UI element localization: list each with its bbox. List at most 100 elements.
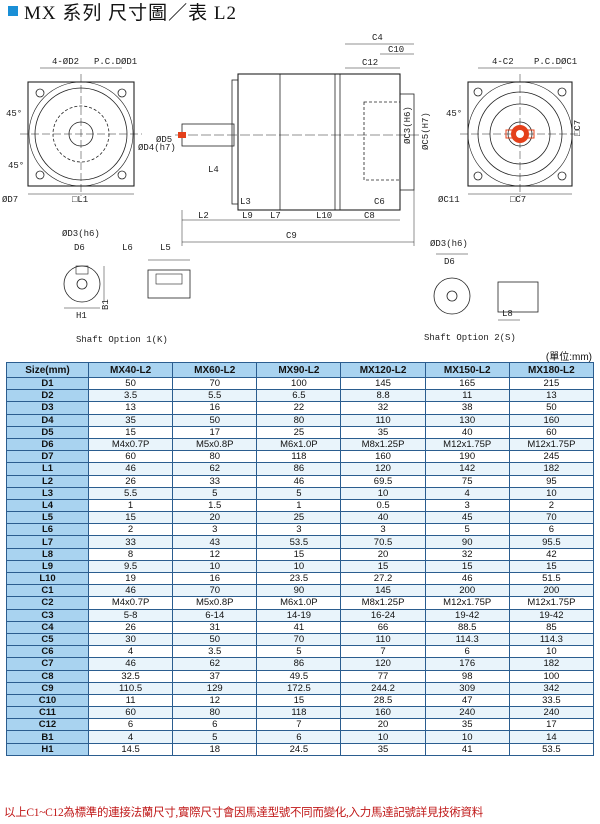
table-cell: 182 xyxy=(508,657,595,671)
table-cell: 240 xyxy=(508,706,595,720)
table-cell: 5 xyxy=(256,486,342,500)
row-label: L9 xyxy=(6,559,89,574)
table-cell: 5.5 xyxy=(172,389,258,403)
table-cell: 14 xyxy=(508,730,595,744)
table-cell: 18 xyxy=(172,742,258,756)
row-label: D7 xyxy=(6,450,89,464)
row-label: C4 xyxy=(6,620,89,634)
shaft-k-l5: L5 xyxy=(160,243,171,253)
table-cell: 70.5 xyxy=(340,535,426,549)
footnote: 以上C1~C12為標準的連接法蘭尺寸,實際尺寸會因馬達型號不同而變化,入力馬達記… xyxy=(4,807,483,819)
label-d5: ØD5 xyxy=(156,135,172,145)
table-cell: 80 xyxy=(172,450,258,464)
table-cell: 31 xyxy=(172,620,258,634)
table-cell: 5-8 xyxy=(87,608,174,622)
table-cell: 1.5 xyxy=(172,498,258,513)
table-cell: M12x1.75P xyxy=(508,596,595,610)
table-cell: 10 xyxy=(256,559,342,574)
table-cell: 28.5 xyxy=(340,693,426,708)
row-label: H1 xyxy=(6,742,89,756)
table-cell: 19-42 xyxy=(424,608,510,622)
table-cell: 14-19 xyxy=(256,608,342,622)
label-c9: C9 xyxy=(286,231,297,241)
table-cell: 26 xyxy=(87,620,174,634)
table-cell: 66 xyxy=(340,620,426,634)
table-cell: 16 xyxy=(172,401,258,415)
table-cell: 46 xyxy=(256,474,342,488)
table-cell: 70 xyxy=(172,376,258,391)
label-l9: L9 xyxy=(242,211,253,221)
table-cell: 15 xyxy=(508,559,595,574)
table-cell: 110.5 xyxy=(87,681,174,695)
table-cell: 33 xyxy=(172,474,258,488)
table-cell: 60 xyxy=(508,425,595,439)
table-cell: 16-24 xyxy=(340,608,426,622)
row-label: B1 xyxy=(6,730,89,744)
table-cell: 33 xyxy=(87,535,174,549)
label-c3: ØC3(H6) xyxy=(403,106,413,144)
row-label: L7 xyxy=(6,535,89,549)
row-label: L8 xyxy=(6,547,89,561)
label-c11: ØC11 xyxy=(438,195,460,205)
table-cell: 160 xyxy=(508,413,595,427)
table-cell: 15 xyxy=(256,693,342,708)
row-label: C1 xyxy=(6,584,89,598)
table-cell: 182 xyxy=(508,462,595,476)
header-model: MX180-L2 xyxy=(508,362,595,378)
table-cell: 165 xyxy=(424,376,510,391)
table-cell: 10 xyxy=(172,559,258,574)
table-cell: 40 xyxy=(340,511,426,525)
table-cell: 17 xyxy=(172,425,258,439)
row-label: C5 xyxy=(6,632,89,647)
table-cell: M8x1.25P xyxy=(340,596,426,610)
table-cell: 37 xyxy=(172,669,258,683)
table-cell: 172.5 xyxy=(256,681,342,695)
table-cell: 90 xyxy=(256,584,342,598)
table-cell: 19 xyxy=(87,571,174,586)
row-label: L1 xyxy=(6,462,89,476)
table-cell: 62 xyxy=(172,657,258,671)
table-cell: 3 xyxy=(340,523,426,537)
table-cell: 100 xyxy=(256,376,342,391)
row-label: L10 xyxy=(6,571,89,586)
table-cell: M5x0.8P xyxy=(172,437,258,452)
table-cell: 4 xyxy=(87,645,174,659)
table-cell: 35 xyxy=(87,413,174,427)
table-cell: 342 xyxy=(508,681,595,695)
table-cell: 12 xyxy=(172,547,258,561)
row-label: C10 xyxy=(6,693,89,708)
shaft-s-caption: Shaft Option 2(S) xyxy=(424,333,516,343)
table-cell: M6x1.0P xyxy=(256,437,342,452)
table-cell: 245 xyxy=(508,450,595,464)
table-cell: 6-14 xyxy=(172,608,258,622)
table-cell: M5x0.8P xyxy=(172,596,258,610)
table-cell: 145 xyxy=(340,376,426,391)
table-cell: 4 xyxy=(424,486,510,500)
table-cell: 6 xyxy=(256,730,342,744)
table-cell: 20 xyxy=(340,547,426,561)
table-cell: 100 xyxy=(508,669,595,683)
table-cell: 35 xyxy=(424,718,510,732)
table-cell: 10 xyxy=(340,486,426,500)
row-label: C11 xyxy=(6,706,89,720)
label-c4: C4 xyxy=(372,33,383,43)
label-c5: ØC5(H7) xyxy=(421,112,431,150)
table-cell: 30 xyxy=(87,632,174,647)
